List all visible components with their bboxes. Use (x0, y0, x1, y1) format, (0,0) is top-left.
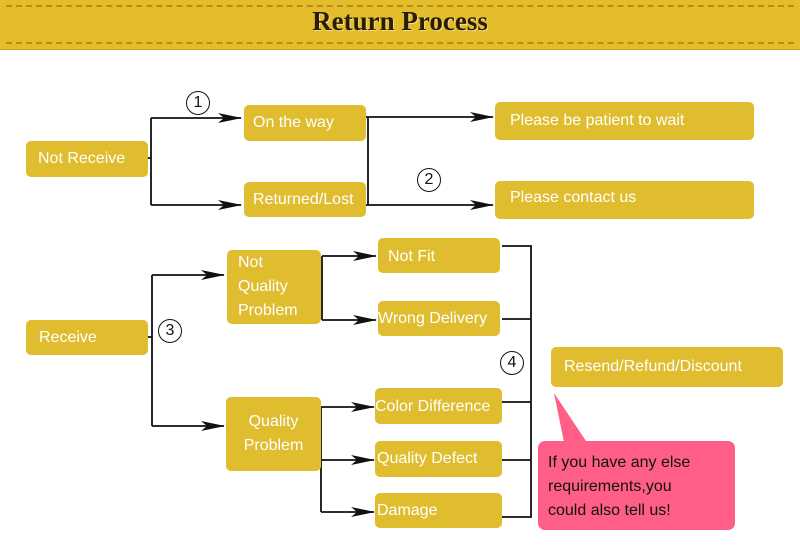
node-quality-defect: Quality Defect (375, 441, 502, 477)
note-line-1: If you have any else (548, 454, 691, 471)
step-4-marker: 4 (500, 351, 524, 375)
node-damage: Damage (375, 493, 502, 528)
node-quality-problem: Quality Problem (226, 397, 321, 471)
note-pointer (554, 393, 590, 447)
node-patient: Please be patient to wait (495, 102, 754, 140)
connector-not-receive (148, 118, 152, 205)
quality-line-2: Problem (243, 437, 304, 454)
node-not-quality-problem: Not Quality Problem (227, 250, 321, 324)
node-not-fit: Not Fit (378, 238, 500, 273)
note-bubble: If you have any else requirements,you co… (538, 441, 735, 530)
node-returned-lost: Returned/Lost (244, 182, 366, 217)
connector-on-way-bracket (366, 116, 369, 206)
node-not-receive: Not Receive (26, 141, 148, 177)
page-title: Return Process (312, 6, 488, 36)
quality-line-1: Quality (248, 413, 299, 430)
step-3-marker: 3 (158, 319, 182, 343)
node-wrong-delivery: Wrong Delivery (378, 301, 500, 336)
node-receive: Receive (26, 320, 148, 355)
step-2-marker: 2 (417, 168, 441, 192)
header-banner: Return Process (0, 0, 800, 50)
node-on-the-way: On the way (244, 105, 366, 141)
connector-receive (148, 275, 153, 426)
right-bracket (502, 245, 532, 518)
not-quality-line-3: Problem (238, 302, 298, 319)
not-quality-line-2: Quality (238, 278, 288, 295)
step-1-marker: 1 (186, 91, 210, 115)
node-resend-refund-discount: Resend/Refund/Discount (551, 347, 783, 387)
node-color-difference: Color Difference (375, 388, 502, 424)
node-contact: Please contact us (495, 181, 754, 219)
not-quality-line-1: Not (238, 254, 263, 271)
note-line-3: could also tell us! (548, 502, 671, 519)
note-line-2: requirements,you (548, 478, 672, 495)
